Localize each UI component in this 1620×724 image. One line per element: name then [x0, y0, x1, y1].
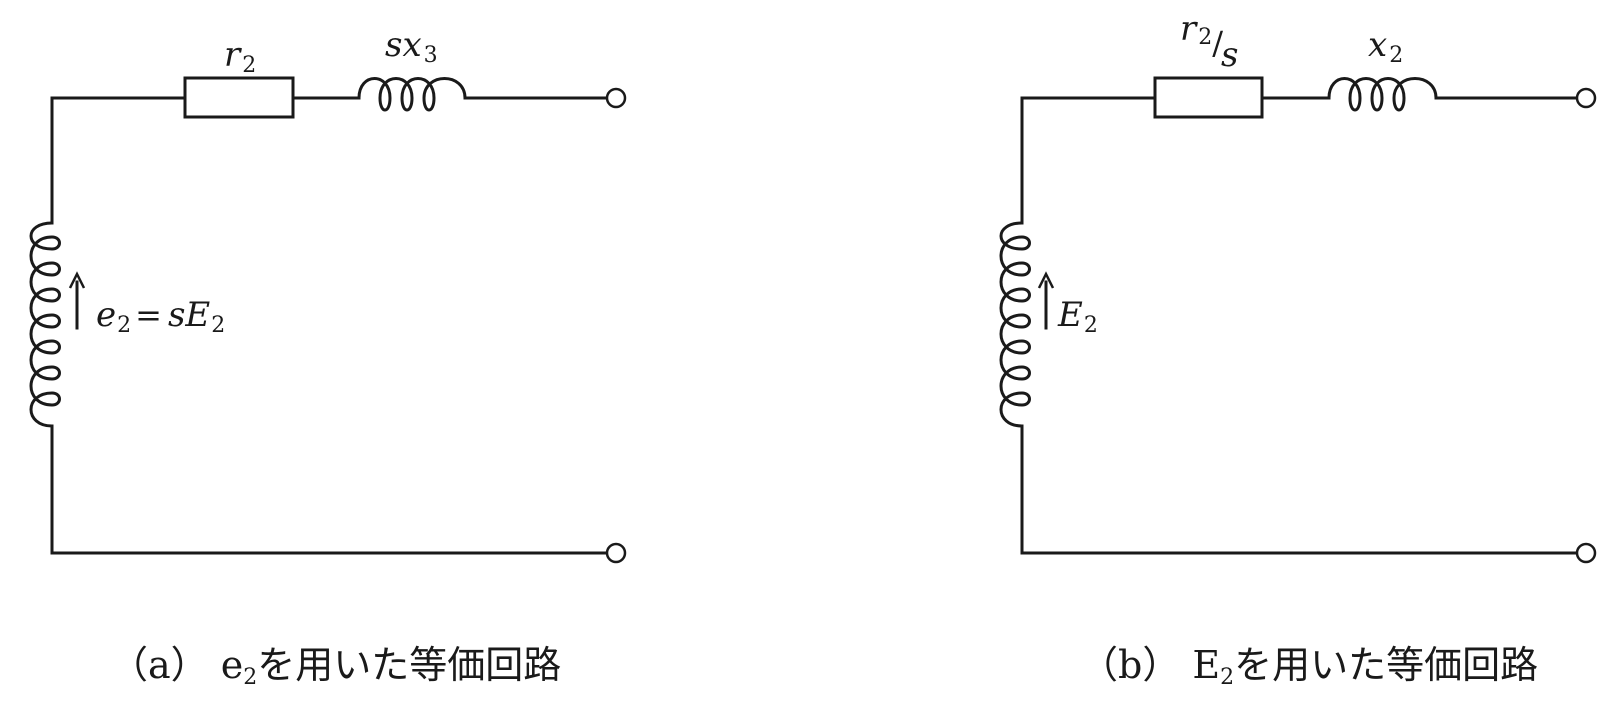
- circuit-b-caption: （b） E2を用いた等価回路: [1080, 643, 1538, 690]
- circuit-b-emf-label: E2: [1057, 295, 1098, 338]
- circuit-a-emf-arrow-icon: [68, 271, 86, 330]
- circuit-b-resistor: [1153, 76, 1264, 119]
- circuit-a: r2 sx3 e2=sE2 （a） e2を用いた等価回路: [29, 25, 627, 690]
- circuit-a-source-coil: [29, 221, 61, 428]
- circuit-a-terminal-bottom: [605, 542, 627, 564]
- circuit-b-terminal-bottom: [1575, 542, 1597, 564]
- circuit-b-inductor-label: x2: [1368, 25, 1403, 68]
- circuit-b-terminal-top: [1575, 87, 1597, 109]
- circuit-b-emf-arrow-icon: [1037, 271, 1055, 330]
- circuit-a-inductor-label: sx3: [385, 25, 438, 68]
- circuit-a-emf-label: e2=sE2: [96, 295, 225, 338]
- circuit-b: r2/s x2 E2 （b） E2を用いた等価回路: [999, 9, 1597, 690]
- circuit-b-source-coil: [999, 221, 1031, 428]
- circuit-a-caption: （a） e2を用いた等価回路: [110, 643, 561, 690]
- circuit-a-resistor: [183, 76, 295, 119]
- circuit-a-series-inductor: [357, 77, 467, 112]
- circuit-a-terminal-top: [605, 87, 627, 109]
- circuit-b-wire-left: [1020, 96, 1577, 555]
- circuit-b-resistor-label: r2/s: [1180, 9, 1239, 75]
- circuit-b-series-inductor: [1327, 77, 1438, 112]
- circuit-a-resistor-label: r2: [224, 35, 256, 78]
- circuit-a-wire-left: [50, 96, 607, 555]
